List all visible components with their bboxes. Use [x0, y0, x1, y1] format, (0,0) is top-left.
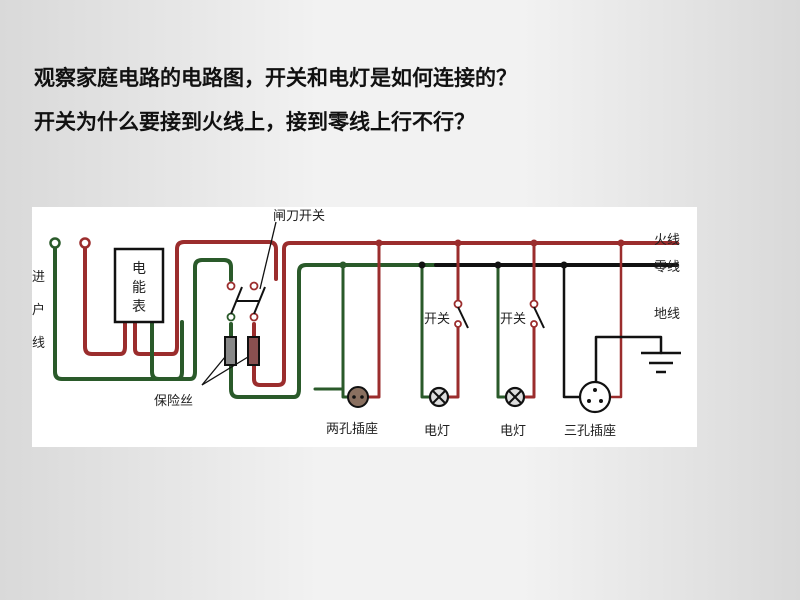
fuse-live-out	[252, 241, 679, 387]
fuse-label: 保险丝	[154, 394, 193, 409]
lamp-1-label: 电灯	[424, 424, 450, 439]
lamp-1-icon	[428, 386, 450, 408]
meter-label-1: 电	[132, 261, 146, 277]
meter-label-2: 能	[132, 280, 146, 296]
three-hole-socket	[578, 380, 612, 414]
incoming-label-3: 线	[32, 336, 45, 351]
lamp-2-label: 电灯	[500, 424, 526, 439]
three-hole-socket-label: 三孔插座	[564, 424, 616, 439]
incoming-label-2: 户	[32, 302, 45, 318]
socket3-ground-branch	[594, 335, 663, 385]
socket3-neutral-branch	[562, 263, 582, 399]
knife-switch	[226, 221, 277, 322]
meter-neutral-out	[150, 258, 233, 381]
socket3-live-branch	[608, 241, 623, 399]
knife-switch-label: 闸刀开关	[273, 209, 325, 224]
incoming-terminal-live	[79, 237, 91, 249]
ground-wire-label: 地线	[654, 307, 680, 322]
socket2-neutral-branch	[313, 263, 345, 391]
fuse-2	[247, 336, 260, 366]
incoming-neutral-wire	[53, 245, 184, 381]
neutral-wire-label: 零线	[654, 260, 680, 275]
fuse-neutral-out	[229, 263, 438, 399]
junction-dots	[339, 239, 625, 269]
incoming-terminal-neutral	[49, 237, 61, 249]
incoming-label-1: 进	[32, 270, 45, 285]
question-1: 观察家庭电路的电路图，开关和电灯是如何连接的？	[34, 66, 517, 90]
switch-2-icon	[529, 299, 545, 329]
lamp1-neutral-branch	[420, 263, 432, 399]
two-hole-socket	[347, 386, 369, 408]
incoming-live-wire	[83, 245, 127, 356]
energy-meter-box	[113, 247, 165, 324]
household-circuit-diagram: 电 能 表 进 户 线 闸刀开关 保险丝 两孔插座	[32, 207, 697, 447]
ground-symbol-icon	[641, 351, 681, 374]
switch-1-label: 开关	[424, 312, 450, 327]
switch-2-label: 开关	[500, 312, 526, 327]
lamp-2-icon	[504, 386, 526, 408]
switch-1-icon	[453, 299, 469, 329]
fuse-1	[224, 336, 237, 366]
meter-live-out	[133, 240, 278, 356]
lamp2-neutral-branch	[496, 263, 508, 399]
live-wire-label: 火线	[654, 233, 680, 248]
meter-label-3: 表	[132, 299, 146, 315]
question-2: 开关为什么要接到火线上，接到零线上行不行？	[34, 110, 475, 134]
two-hole-socket-label: 两孔插座	[326, 422, 378, 437]
